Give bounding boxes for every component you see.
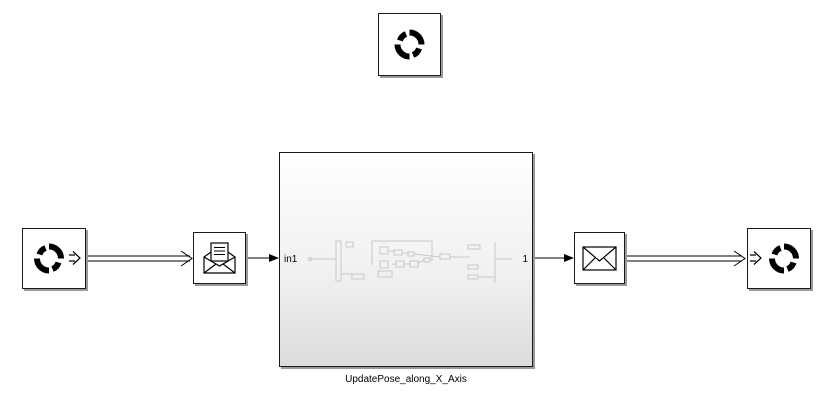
subsystem-block[interactable]: in1 1 [279,152,533,367]
ros-publish-block[interactable] [747,228,811,289]
ros-refresh-icon [394,29,425,60]
receive-message-block[interactable] [193,232,246,284]
ros-publish-icon [750,243,799,274]
subsystem-input-port-label: in1 [284,254,298,265]
subsystem-name-label: UpdatePose_along_X_Axis [345,374,467,385]
ros-node-block[interactable] [378,13,441,76]
subsystem-output-port-label: 1 [522,254,528,265]
open-envelope-icon [203,242,236,274]
ros-subscribe-block[interactable] [22,228,86,289]
message-line-send-to-publish[interactable] [625,250,746,267]
subsystem-content-preview [308,240,512,283]
ros-subscribe-icon [34,243,81,274]
closed-envelope-icon [582,246,617,271]
message-line-subscribe-to-receive[interactable] [87,250,193,267]
send-message-block[interactable] [574,232,625,284]
